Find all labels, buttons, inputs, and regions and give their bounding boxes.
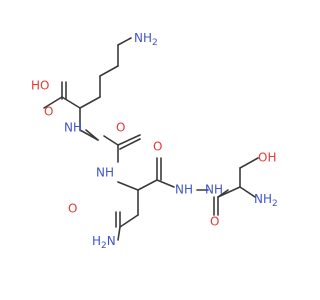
- bond: [117, 181, 139, 191]
- carboxamide-oxygen-label: O: [68, 202, 77, 216]
- serine-amino-label: NH2: [254, 192, 278, 209]
- hydrazide-nh-label: NH: [205, 183, 223, 197]
- atom-labels: NH2 HO O NH O NH O O H2N NH NH OH NH2 O: [31, 31, 278, 251]
- bond: [239, 186, 256, 198]
- structure-svg: NH2 HO O NH O NH O O H2N NH NH OH NH2 O: [31, 31, 278, 251]
- bond: [43, 96, 63, 109]
- amide-nh-label: NH: [96, 166, 114, 180]
- bond: [119, 214, 139, 228]
- amide-oxygen-label: O: [153, 140, 162, 154]
- serine-carbonyl-oxygen-label: O: [210, 215, 219, 229]
- bond: [103, 135, 119, 146]
- bond: [239, 157, 259, 169]
- hydrazide-nh-label: NH: [175, 183, 193, 197]
- carbonyl-oxygen-label: O: [44, 105, 53, 119]
- carboxamide-nh2-label: H2N: [92, 234, 116, 251]
- bond: [117, 226, 121, 241]
- bond: [156, 179, 175, 188]
- bonds: [43, 37, 259, 241]
- bond: [119, 138, 141, 150]
- bond: [117, 37, 132, 46]
- urea-oxygen-label: O: [116, 121, 125, 135]
- bond: [61, 96, 81, 109]
- bond: [85, 129, 99, 141]
- bond: [117, 134, 141, 146]
- amide-nh-label: NH: [64, 121, 82, 135]
- bond: [137, 179, 158, 191]
- bond: [79, 96, 101, 109]
- bond: [217, 186, 241, 198]
- amino-group-label: NH2: [134, 31, 158, 48]
- serine-hydroxyl-label: OH: [258, 151, 276, 165]
- molecule-diagram: NH2 HO O NH O NH O O H2N NH NH OH NH2 O: [31, 31, 278, 251]
- hydroxyl-label: HO: [31, 79, 49, 93]
- bond: [99, 65, 119, 77]
